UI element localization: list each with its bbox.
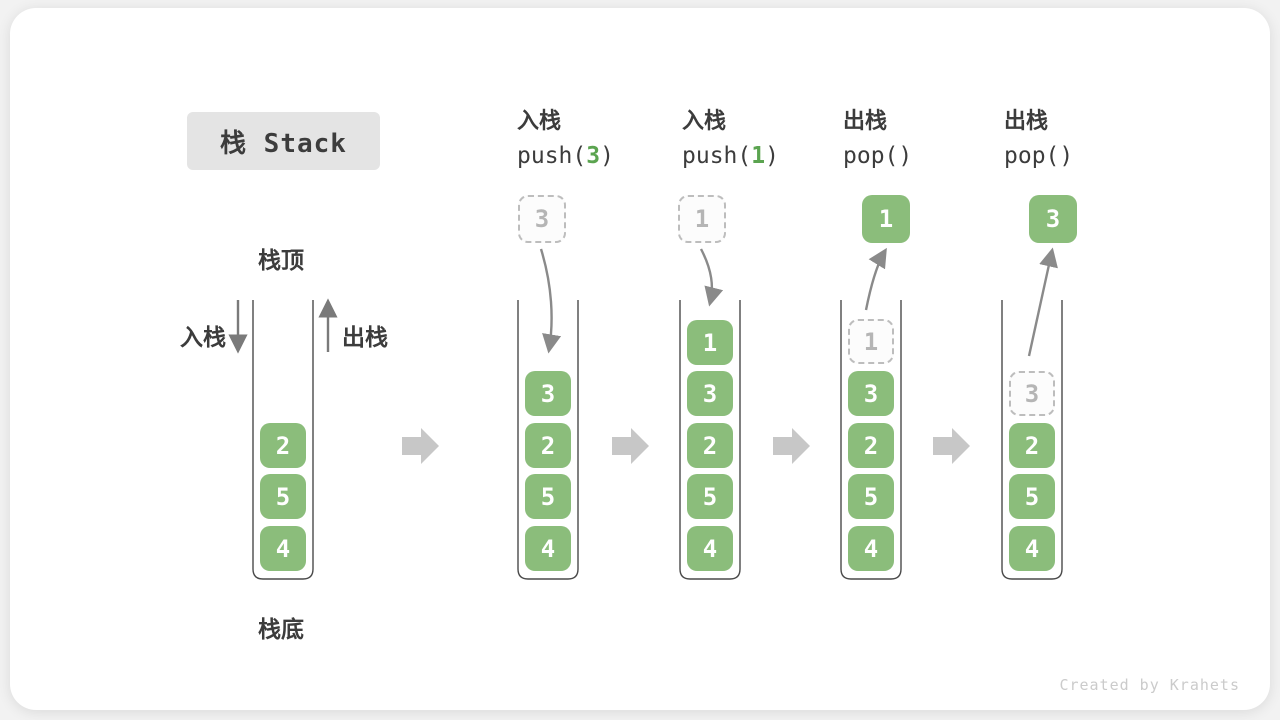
stack-item-ghost: 1 (848, 319, 894, 364)
transition-arrow-2 (612, 428, 649, 464)
code-arg: 1 (751, 143, 766, 169)
floating-element-popped: 3 (1029, 195, 1077, 243)
stack-item-ghost: 3 (1009, 371, 1055, 416)
operation-caption-pop-1: 出栈 pop() (843, 103, 1003, 169)
stack-item: 4 (687, 526, 733, 571)
stack-item: 2 (525, 423, 571, 468)
floating-element-popped: 1 (862, 195, 910, 243)
push-arrow-2 (699, 248, 724, 307)
stack-container-2 (517, 300, 579, 580)
stack-container-4 (840, 300, 902, 580)
operation-code: push(3) (517, 143, 677, 169)
push-arrow-1 (539, 248, 562, 354)
operation-name: 出栈 (843, 109, 888, 134)
stack-item: 3 (525, 371, 571, 416)
page-title: 栈 Stack (187, 112, 380, 170)
operation-caption-pop-2: 出栈 pop() (1004, 103, 1164, 169)
stack-item: 1 (687, 320, 733, 365)
floating-element-ghost: 3 (518, 195, 566, 243)
stack-item: 5 (848, 474, 894, 519)
pop-arrow-2 (1027, 247, 1058, 357)
code-fn: pop( (843, 143, 899, 169)
operation-code: pop() (1004, 143, 1164, 169)
stack-item: 2 (260, 423, 306, 468)
label-push-side: 入栈 (180, 325, 226, 351)
stack-item: 4 (260, 526, 306, 571)
stack-item: 3 (848, 371, 894, 416)
code-arg: 3 (586, 143, 601, 169)
stack-item: 4 (525, 526, 571, 571)
code-close: ) (1059, 143, 1074, 169)
transition-arrow-4 (933, 428, 970, 464)
operation-name: 入栈 (682, 109, 727, 134)
stack-item: 2 (848, 423, 894, 468)
transition-arrow-1 (402, 428, 439, 464)
code-close: ) (898, 143, 913, 169)
transition-arrow-3 (773, 428, 810, 464)
label-stack-top: 栈顶 (258, 248, 304, 274)
stack-item: 2 (1009, 423, 1055, 468)
code-fn: push( (682, 143, 752, 169)
code-close: ) (600, 143, 614, 169)
code-fn: push( (517, 143, 587, 169)
operation-code: pop() (843, 143, 1003, 169)
operation-caption-push1: 入栈 push(1) (682, 103, 842, 169)
label-pop-side: 出栈 (342, 325, 388, 351)
stack-item: 2 (687, 423, 733, 468)
code-close: ) (765, 143, 779, 169)
stack-item: 5 (687, 474, 733, 519)
stack-item: 5 (525, 474, 571, 519)
stack-container-3 (679, 300, 741, 580)
operation-caption-push3: 入栈 push(3) (517, 103, 677, 169)
code-fn: pop( (1004, 143, 1060, 169)
stack-item: 4 (1009, 526, 1055, 571)
stack-container-5 (1001, 300, 1063, 580)
watermark-credit: Created by Krahets (1059, 676, 1240, 694)
stack-container-1 (252, 300, 314, 580)
stack-item: 3 (687, 371, 733, 416)
label-stack-bottom: 栈底 (258, 617, 304, 643)
pop-arrow-1 (864, 247, 887, 311)
operation-code: push(1) (682, 143, 842, 169)
stack-item: 5 (260, 474, 306, 519)
stack-item: 5 (1009, 474, 1055, 519)
floating-element-ghost: 1 (678, 195, 726, 243)
stack-item: 4 (848, 526, 894, 571)
operation-name: 入栈 (517, 109, 562, 134)
operation-name: 出栈 (1004, 109, 1049, 134)
